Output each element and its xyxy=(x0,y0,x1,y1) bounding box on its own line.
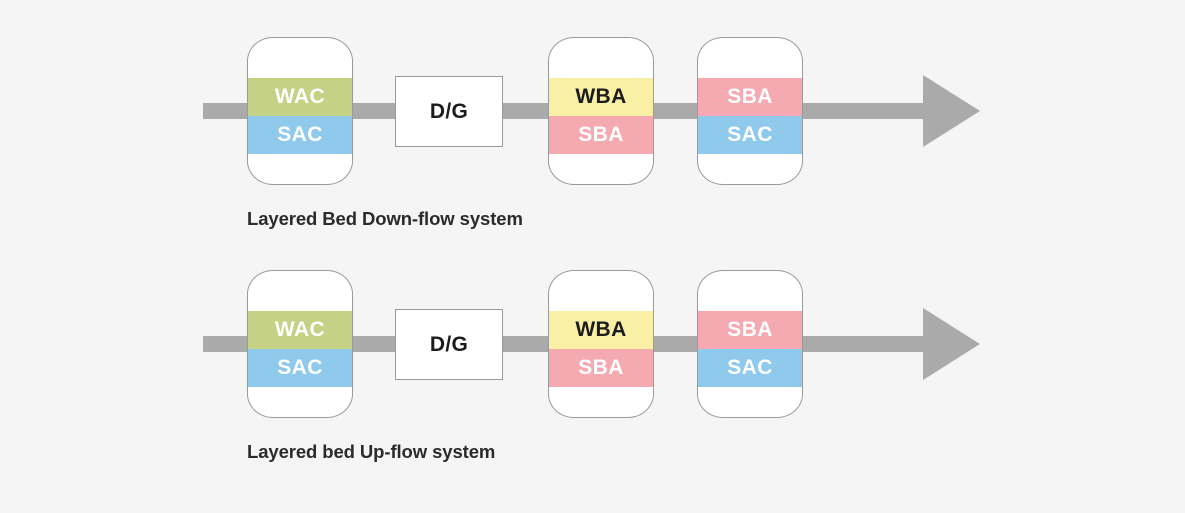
band-sba: SBA xyxy=(698,311,802,349)
vessel-sba-sac: SBA SAC xyxy=(697,37,803,185)
caption-upflow: Layered bed Up-flow system xyxy=(247,441,496,462)
vessel-wba-sba: WBA SBA xyxy=(548,37,654,185)
vessel-wba-sba: WBA SBA xyxy=(548,270,654,418)
degasser-box: D/G xyxy=(395,309,503,380)
band-sac: SAC xyxy=(698,116,802,154)
band-sac: SAC xyxy=(248,116,352,154)
degasser-box: D/G xyxy=(395,76,503,147)
band-sba: SBA xyxy=(549,349,653,387)
band-wac: WAC xyxy=(248,311,352,349)
band-sac: SAC xyxy=(248,349,352,387)
band-wba: WBA xyxy=(549,311,653,349)
band-sac: SAC xyxy=(698,349,802,387)
vessel-wac-sac: WAC SAC xyxy=(247,37,353,185)
vessel-wac-sac: WAC SAC xyxy=(247,270,353,418)
caption-downflow: Layered Bed Down-flow system xyxy=(247,208,523,229)
vessel-sba-sac: SBA SAC xyxy=(697,270,803,418)
band-wba: WBA xyxy=(549,78,653,116)
band-sba: SBA xyxy=(698,78,802,116)
band-wac: WAC xyxy=(248,78,352,116)
band-sba: SBA xyxy=(549,116,653,154)
